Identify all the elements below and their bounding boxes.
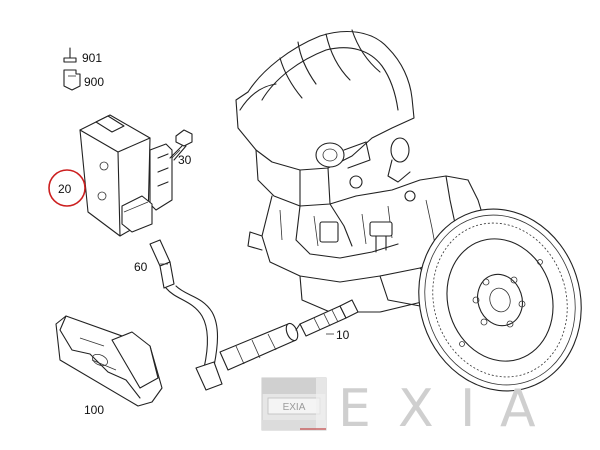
part-10-spark-plug <box>295 299 359 337</box>
part-901-bolt <box>63 47 77 63</box>
part-20-ignition-coil <box>79 114 173 237</box>
watermark-letter-a: A <box>500 379 536 439</box>
highlight-circle-20 <box>48 169 86 207</box>
flywheel-illustration <box>418 208 582 392</box>
watermark-letter-x: X <box>398 379 434 439</box>
part-900-clip <box>63 69 81 91</box>
watermark: EXIA E X I A <box>261 377 536 439</box>
callout-20: 20 <box>58 182 72 196</box>
callout-100: 100 <box>84 403 104 417</box>
watermark-letter-e: E <box>338 379 371 439</box>
watermark-letter-i: I <box>460 379 475 439</box>
callout-901: 901 <box>82 51 102 65</box>
part-60-ignition-lead <box>149 239 299 391</box>
callout-60: 60 <box>134 260 148 274</box>
callout-10: 10 <box>336 328 350 342</box>
part-100-cover <box>55 315 163 407</box>
watermark-badge-text: EXIA <box>283 402 306 413</box>
callout-30: 30 <box>178 153 192 167</box>
callout-900: 900 <box>84 75 104 89</box>
part-30-bolt <box>169 129 193 161</box>
watermark-badge: EXIA <box>261 377 327 431</box>
leader-lines <box>160 263 334 335</box>
